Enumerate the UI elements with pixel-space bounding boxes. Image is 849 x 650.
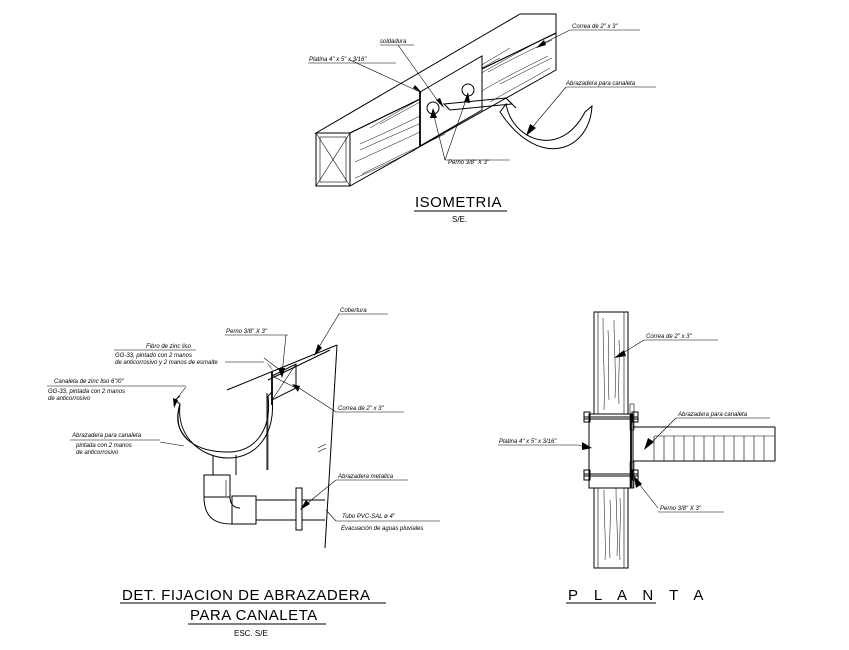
plan-label-platina: Platina 4" x 5" x 3/16" — [499, 439, 557, 445]
detail-title-line-2: PARA CANALETA — [190, 607, 318, 624]
detail-label-evacuacion: Evacuación de aguas pluviales — [341, 526, 423, 532]
isometric-view: soldadura Platina 4" x 5" x 3/16" Correa… — [308, 13, 656, 224]
plan-wood-grain — [602, 317, 621, 561]
detail-label-abrazadera-2: pintada con 2 manos — [75, 443, 132, 449]
detail-roof-cover — [226, 344, 338, 391]
plan-bolt-bottom — [583, 461, 639, 489]
isometric-label-abrazadera: Abrazadera para canaleta — [565, 81, 636, 87]
plan-view: Correa de 2" x 3" Abrazadera para canale… — [498, 311, 776, 604]
isometric-label-perno: Perno 3/8" X 3" — [448, 160, 490, 166]
plan-label-correa: Correa de 2" x 3" — [646, 334, 692, 340]
detail-label-cobertura: Cobertura — [340, 308, 367, 314]
plan-label-abrazadera: Abrazadera para canaleta — [677, 412, 748, 418]
detail-label-correa: Correa de 2" x 3" — [338, 406, 384, 412]
detail-label-abrazadera-1: Abrazadera para canaleta — [71, 433, 142, 439]
isometric-wood-grain — [354, 39, 553, 179]
plan-title: P L A N T A — [568, 587, 709, 604]
detail-downpipe — [203, 455, 325, 531]
detail-label-fibro-1: Fibro de zinc liso — [146, 344, 192, 350]
isometric-label-correa: Correa de 2" x 3" — [572, 24, 618, 30]
detail-label-fibro-2: GG-33, pintado con 2 manos — [115, 353, 192, 359]
detail-label-perno: Perno 3/8" X 3" — [226, 329, 268, 335]
isometric-gutter-ring — [499, 102, 593, 150]
detail-label-canaleta-2: GG-33, pintada con 2 manos — [48, 389, 125, 395]
detail-label-tubo: Tubo PVC-SAL ø 4" — [342, 514, 396, 520]
plan-plate — [588, 413, 634, 489]
detail-view: Cobertura Perno 3/8" X 3" Fibro de zinc … — [47, 308, 440, 638]
detail-gutter — [174, 391, 273, 453]
isometric-label-soldadura: soldadura — [380, 39, 407, 45]
detail-label-fibro-3: de anticorrosivo y 2 manos de esmalte — [115, 360, 218, 366]
plan-gutter — [633, 426, 776, 462]
detail-label-canaleta-1: Canaleta de zinc liso 6"/0" — [54, 379, 125, 385]
detail-title-line-1: DET. FIJACION DE ABRAZADERA — [122, 587, 371, 604]
isometric-title: ISOMETRIA — [415, 194, 502, 211]
detail-label-abrazadera-metalica: Abrazadera metalica — [337, 474, 394, 480]
detail-wall-line — [324, 344, 338, 549]
detail-scale: ESC. S/E — [234, 629, 268, 638]
plan-bolt-top — [583, 403, 639, 431]
plan-label-perno: Perno 3/8" X 3" — [660, 506, 702, 512]
detail-label-canaleta-3: de anticorrosivo — [48, 396, 91, 402]
isometric-scale: S/E. — [452, 215, 467, 224]
isometric-beam-end-face — [315, 132, 351, 187]
isometric-label-platina: Platina 4" x 5" x 3/16" — [309, 57, 367, 63]
detail-label-abrazadera-3: de anticorrosivo — [76, 450, 119, 456]
